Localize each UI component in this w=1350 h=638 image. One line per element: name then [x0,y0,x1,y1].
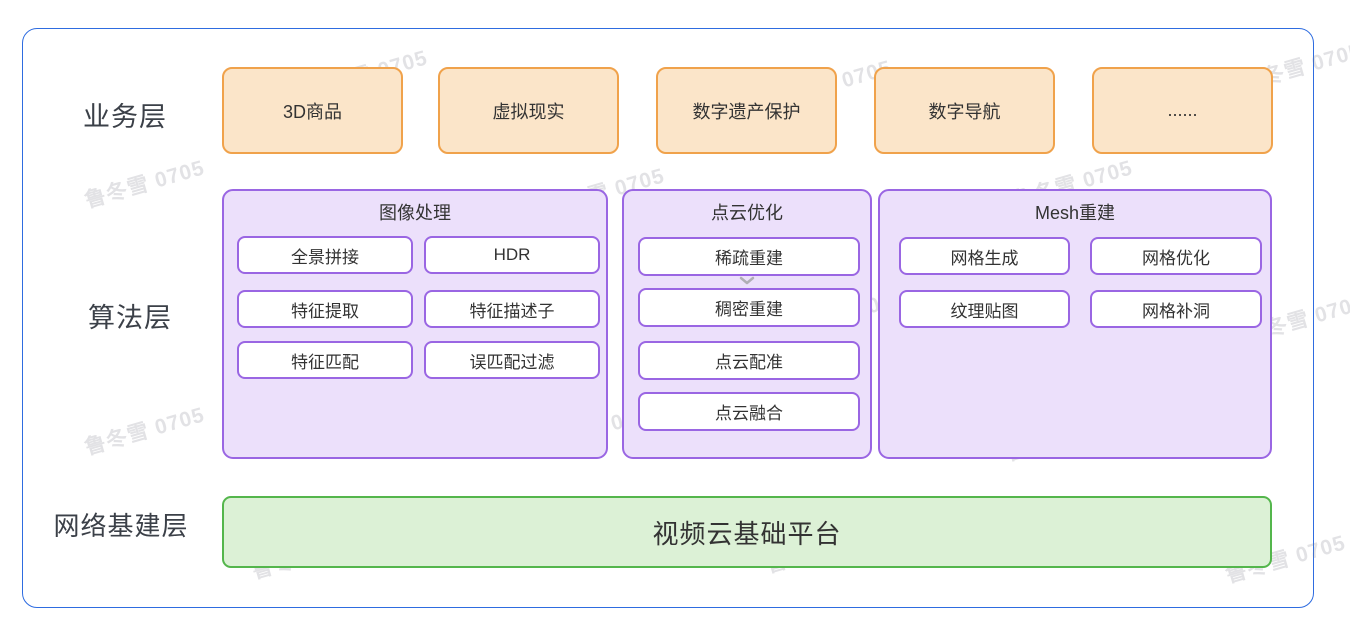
group-title: 图像处理 [379,203,451,223]
infrastructure-layer-label: 网络基建层 [53,511,189,541]
infrastructure-platform-label: 视频云基础平台 [652,518,842,549]
algo-item-mesh-hole-filling: 网格补洞 [1090,290,1262,328]
business-box-label: ...... [1167,100,1198,120]
infrastructure-platform-box: 视频云基础平台 [222,496,1272,568]
chevron-down-icon [624,275,870,285]
group-title: Mesh重建 [1034,203,1115,223]
algo-item-mesh-optimization: 网格优化 [1090,237,1262,275]
business-box-digital-heritage: 数字遗产保护 [656,67,837,154]
business-box-label: 3D商品 [282,101,342,122]
algo-item-point-cloud-fusion: 点云融合 [638,392,860,431]
diagram-outer-frame [22,28,1314,608]
algo-item-feature-extraction: 特征提取 [237,290,413,328]
algo-item-texture-mapping: 纹理贴图 [899,290,1070,328]
algo-item-feature-matching: 特征匹配 [237,341,413,379]
business-box-virtual-reality: 虚拟现实 [438,67,619,154]
algo-item-dense-reconstruction: 稠密重建 [638,288,860,327]
algorithm-layer-label: 算法层 [88,303,172,333]
group-mesh-reconstruction: Mesh重建 网格生成 网格优化 纹理贴图 网格补洞 [878,189,1272,459]
algo-item-mismatch-filtering: 误匹配过滤 [424,341,600,379]
business-box-label: 虚拟现实 [492,101,565,122]
algo-item-feature-descriptor: 特征描述子 [424,290,600,328]
business-layer-label: 业务层 [83,102,167,132]
business-box-digital-navigation: 数字导航 [874,67,1055,154]
group-title: 点云优化 [711,203,783,223]
group-point-cloud-optimization: 点云优化 稀疏重建 稠密重建 点云配准 点云融合 [622,189,872,459]
algo-item-hdr: HDR [424,236,600,274]
business-box-label: 数字遗产保护 [692,101,801,122]
business-box-label: 数字导航 [928,101,1001,122]
algo-item-mesh-generation: 网格生成 [899,237,1070,275]
algo-item-point-cloud-registration: 点云配准 [638,341,860,380]
algo-item-sparse-reconstruction: 稀疏重建 [638,237,860,276]
business-box-3d-goods: 3D商品 [222,67,403,154]
group-image-processing: 图像处理 全景拼接 HDR 特征提取 特征描述子 特征匹配 误匹配过滤 [222,189,608,459]
algo-item-panorama-stitching: 全景拼接 [237,236,413,274]
business-box-ellipsis: ...... [1092,67,1273,154]
